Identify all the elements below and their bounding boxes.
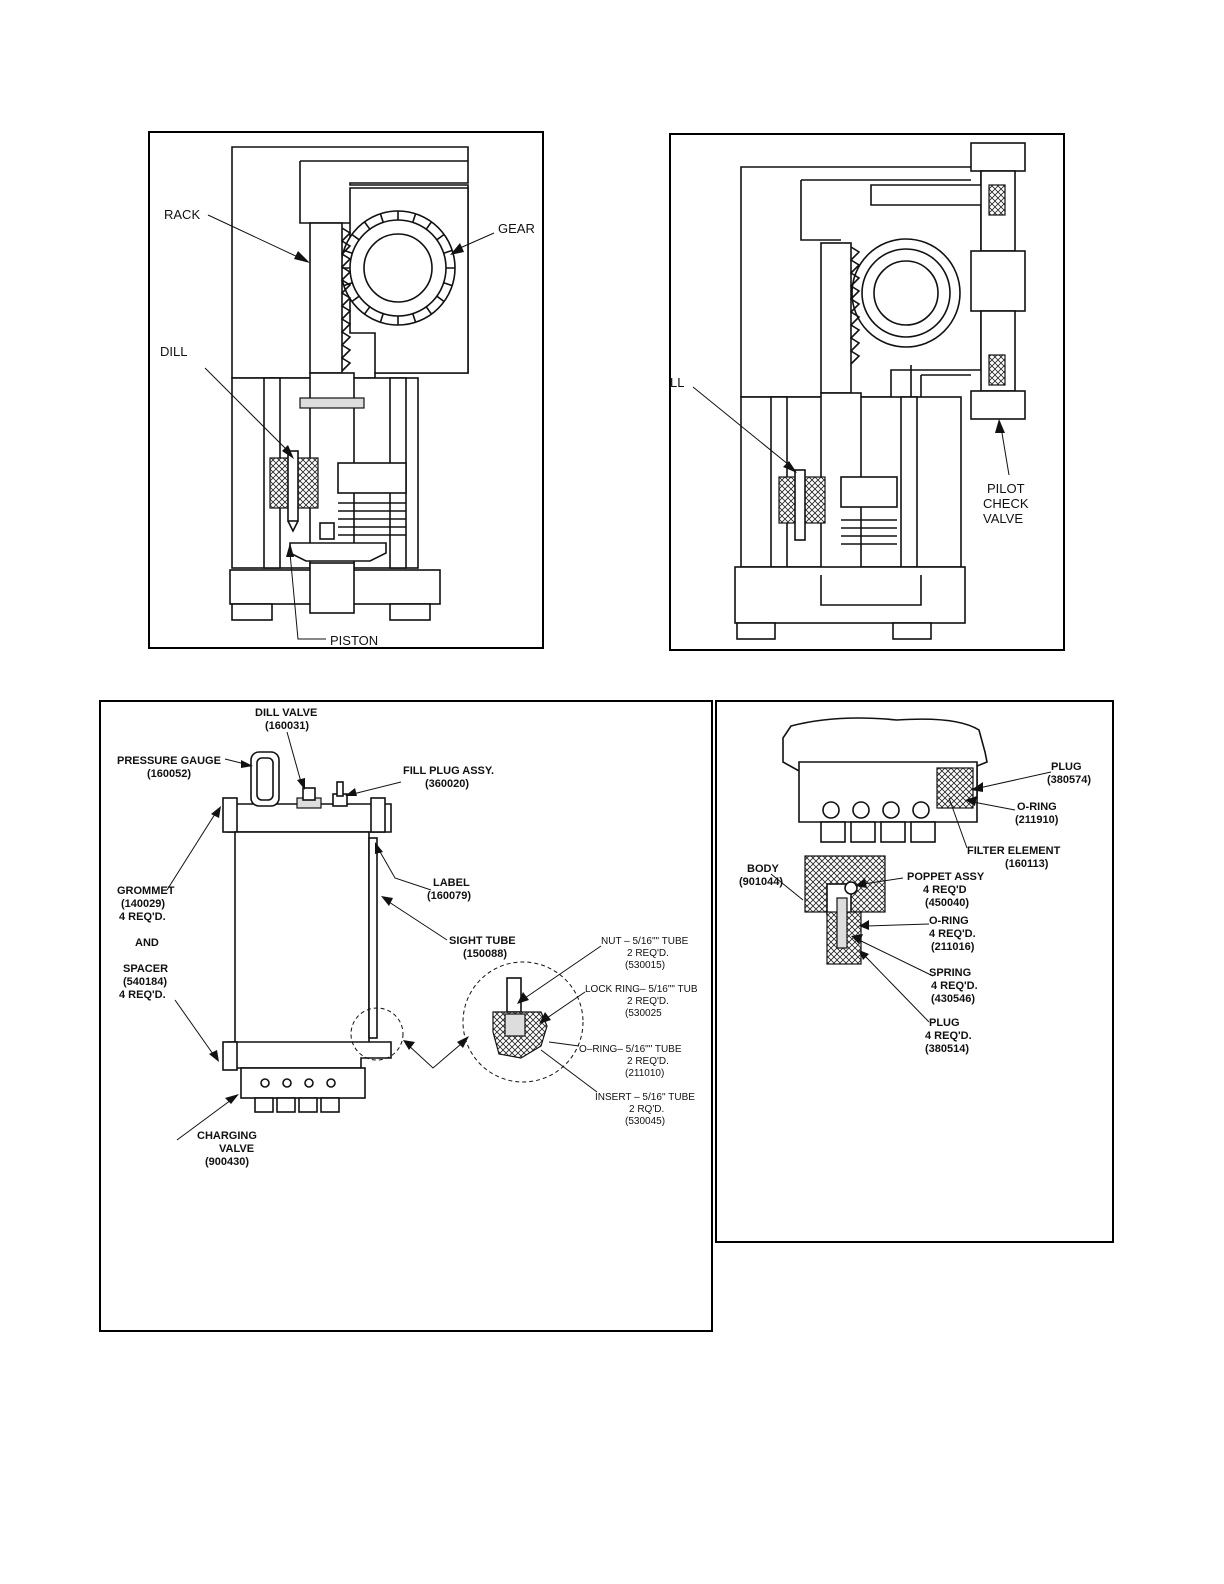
rack-gear-cutaway-drawing: RACK GEAR DILL PISTON	[160, 146, 535, 648]
o-ring-label-3: (211010)	[625, 1068, 664, 1079]
insert-label-1: INSERT – 5/16'' TUBE	[595, 1092, 695, 1103]
spring-icon	[836, 897, 848, 949]
plug-icon	[936, 767, 974, 809]
label-label-1: LABEL	[433, 877, 470, 889]
grommet-label-3: 4 REQ'D.	[119, 911, 166, 923]
and-label: AND	[135, 937, 159, 949]
poppet-label-1: POPPET ASSY	[907, 871, 985, 883]
o-ring-label-1: O-RING	[929, 915, 969, 927]
plug-bottom-label-2: 4 REQ'D.	[925, 1030, 972, 1042]
nut-label-3: (530015)	[625, 960, 665, 971]
pilot-label-line3: VALVE	[983, 511, 1023, 526]
nut-label-1: NUT – 5/16"" TUBE	[601, 936, 689, 947]
piston-label: PISTON	[330, 633, 378, 648]
gear-teeth	[341, 211, 455, 325]
piston-icon	[289, 542, 387, 562]
spring-label-1: SPRING	[929, 967, 971, 979]
cylinder-body	[234, 831, 370, 1045]
spring-label-3: (430546)	[931, 993, 975, 1005]
gear-icon	[851, 238, 961, 348]
pilot-check-valve-diagram-panel: DILL PILOT CHECK VALVE	[669, 133, 1065, 651]
charging-valve-label-1: CHARGING	[197, 1130, 257, 1142]
sight-tube-label-2: (150088)	[463, 948, 507, 960]
lock-ring-label-3: (530025	[625, 1008, 662, 1019]
manifold-parts-drawing: PLUG (380574) O-RING (211910) FILTER ELE…	[739, 717, 1091, 1055]
fill-plug-icon	[332, 781, 348, 807]
o-ring-label-1: O–RING– 5/16"" TUBE	[579, 1044, 682, 1055]
pilot-label-line1: PILOT	[987, 481, 1025, 496]
sight-tube-label-1: SIGHT TUBE	[449, 935, 516, 947]
filter-element-label-2: (160113)	[1005, 858, 1049, 870]
body-label-1: BODY	[747, 863, 779, 875]
dill-valve-icon	[296, 787, 322, 809]
fill-plug-label-2: (360020)	[425, 778, 469, 790]
sight-tube-fitting-detail	[492, 977, 548, 1059]
pilot-check-valve-icon	[970, 142, 1026, 420]
grommet-icon	[222, 797, 238, 833]
o-ring-top-label-2: (211910)	[1015, 814, 1059, 826]
o-ring-top-label-1: O-RING	[1017, 801, 1057, 813]
accumulator-parts-diagram-panel: DILL VALVE (160031) PRESSURE GAUGE (1600…	[99, 700, 713, 1332]
dill-valve-label-2: (160031)	[265, 720, 309, 732]
plug-top-label-1: PLUG	[1051, 761, 1082, 773]
rack-gear-diagram-panel: RACK GEAR DILL PISTON	[148, 131, 544, 649]
label-label-2: (160079)	[427, 890, 471, 902]
pressure-gauge-label-2: (160052)	[147, 768, 191, 780]
pressure-gauge-label-1: PRESSURE GAUGE	[117, 755, 221, 767]
charging-valve-icon	[240, 1067, 366, 1099]
charging-valve-label-3: (900430)	[205, 1156, 249, 1168]
body-label-2: (901044)	[739, 876, 783, 888]
plug-bottom-label-3: (380514)	[925, 1043, 969, 1055]
poppet-icon	[844, 881, 858, 895]
sight-tube-icon	[368, 837, 378, 1039]
pilot-label-line2: CHECK	[983, 496, 1029, 511]
gear-label: GEAR	[498, 221, 535, 236]
dill-label: DILL	[160, 344, 187, 359]
gear-icon	[340, 210, 456, 326]
grommet-label-2: (140029)	[121, 898, 165, 910]
manifold-parts-diagram-panel: PLUG (380574) O-RING (211910) FILTER ELE…	[715, 700, 1114, 1243]
grommet-label-1: GROMMET	[117, 885, 175, 897]
poppet-label-3: (450040)	[925, 897, 969, 909]
o-ring-label-2: 4 REQ'D.	[929, 928, 976, 940]
body-block-icon	[804, 855, 886, 965]
insert-label-3: (530045)	[625, 1116, 665, 1127]
filter-element-label-1: FILTER ELEMENT	[967, 845, 1061, 857]
accumulator-parts-drawing: DILL VALVE (160031) PRESSURE GAUGE (1600…	[117, 707, 698, 1168]
fill-plug-label-1: FILL PLUG ASSY.	[403, 765, 494, 777]
pilot-check-valve-cutaway-drawing: DILL PILOT CHECK VALVE	[671, 142, 1029, 640]
o-ring-label-3: (211016)	[931, 941, 975, 953]
plug-top-label-2: (380574)	[1047, 774, 1091, 786]
spring-label-2: 4 REQ'D.	[931, 980, 978, 992]
rack-icon	[820, 242, 852, 394]
plug-bottom-label-1: PLUG	[929, 1017, 960, 1029]
lock-ring-label-1: LOCK RING– 5/16"" TUB	[585, 984, 698, 995]
nut-label-2: 2 REQ'D.	[627, 948, 669, 959]
poppet-label-2: 4 REQ'D	[923, 884, 967, 896]
spacer-label-1: SPACER	[123, 963, 168, 975]
insert-label-2: 2 RQ'D.	[629, 1104, 664, 1115]
charging-valve-label-2: VALVE	[219, 1143, 254, 1155]
dill-valve-label-1: DILL VALVE	[255, 707, 317, 719]
spacer-label-3: 4 REQ'D.	[119, 989, 166, 1001]
spacer-label-2: (540184)	[123, 976, 167, 988]
pressure-gauge-icon	[250, 751, 280, 807]
lock-ring-label-2: 2 REQ'D.	[627, 996, 669, 1007]
dill-label: DILL	[671, 375, 684, 390]
o-ring-label-2: 2 REQ'D.	[627, 1056, 669, 1067]
rack-label: RACK	[164, 207, 200, 222]
rack-icon	[309, 222, 343, 374]
